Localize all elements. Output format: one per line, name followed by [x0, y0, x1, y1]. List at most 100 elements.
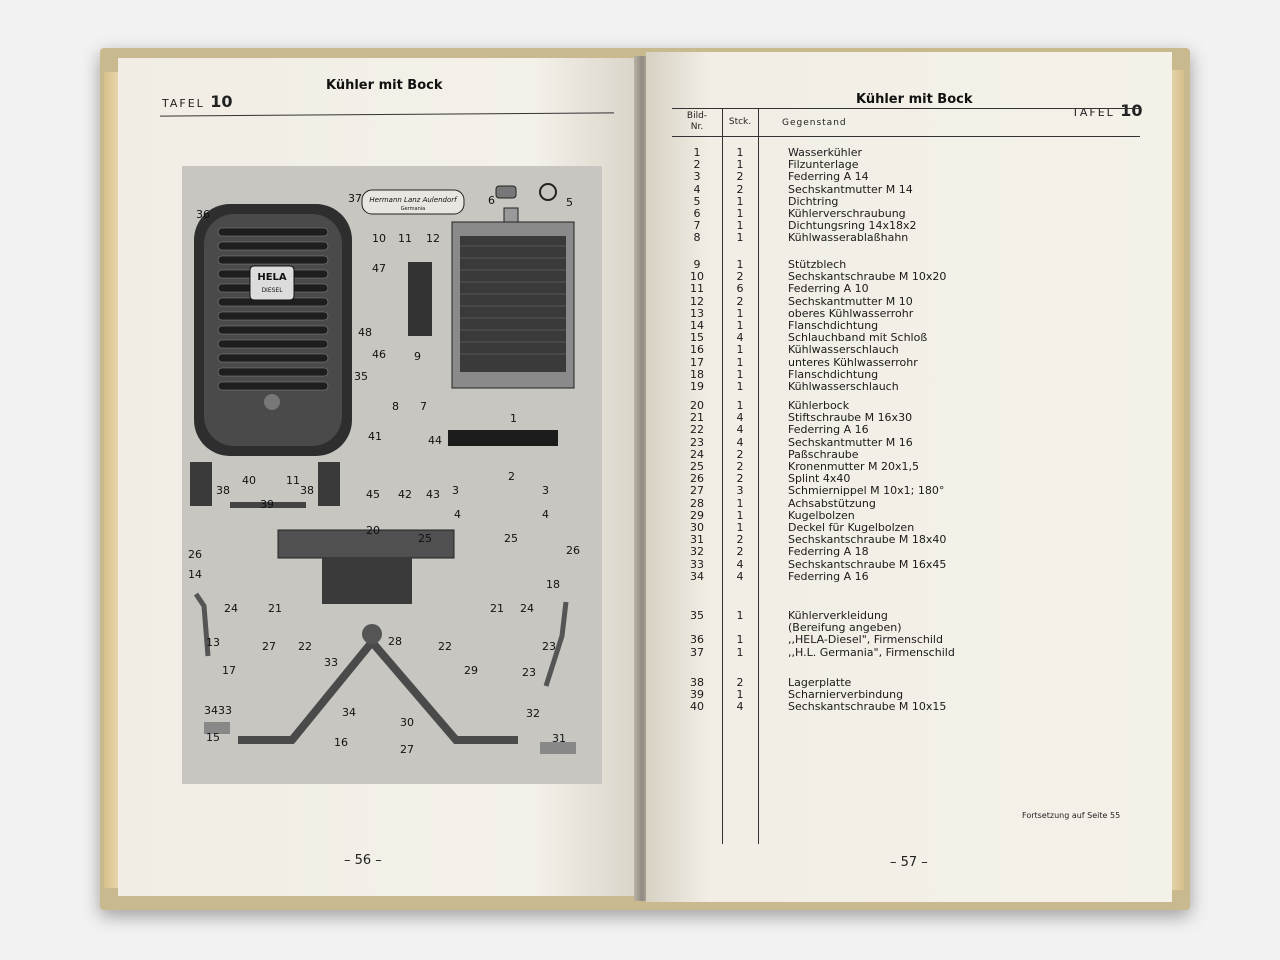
cell-stck: 1: [736, 645, 744, 659]
cell-stck: 2: [736, 170, 744, 184]
cell-stck: 2: [736, 460, 744, 473]
cell-gegenstand: Achsabstützung: [788, 496, 876, 510]
cell-stck: 2: [736, 294, 744, 308]
callout-number: 14: [188, 568, 202, 581]
cell-bild-nr: 30: [690, 521, 704, 534]
left-tafel-label: TAFEL 10: [162, 92, 233, 111]
cell-bild-nr: 3: [693, 170, 701, 184]
cell-stck: 2: [736, 472, 744, 486]
cell-gegenstand: oberes Kühlwasserrohr: [788, 306, 914, 320]
cell-bild-nr: 27: [690, 484, 704, 498]
cell-stck: 1: [736, 231, 744, 245]
cell-bild-nr: 1: [693, 146, 701, 159]
cell-stck: 1: [736, 258, 744, 271]
cell-gegenstand: Stützblech: [788, 258, 847, 271]
cell-stck: 1: [736, 194, 744, 208]
callout-number: 33: [324, 656, 338, 669]
callout-number: 22: [298, 640, 312, 653]
right-page-number: – 57 –: [890, 855, 928, 870]
cell-bild-nr: 22: [690, 423, 704, 437]
cell-bild-nr: 6: [693, 207, 701, 220]
cell-bild-nr: 39: [690, 688, 704, 702]
cell-stck: 1: [736, 146, 744, 159]
cell-stck: 2: [736, 182, 744, 196]
cell-gegenstand: Kühlerbock: [788, 399, 850, 412]
callout-number: 13: [206, 636, 220, 649]
cell-stck: 2: [736, 676, 744, 689]
cell-stck: 2: [736, 545, 744, 559]
cell-gegenstand: Paßschraube: [788, 447, 859, 461]
callout-number: 16: [334, 736, 348, 749]
cell-gegenstand: Flanschdichtung: [788, 367, 879, 381]
callout-number: 38: [216, 484, 230, 497]
callout-number: 7: [420, 400, 427, 413]
grille-badge-sub: DIESEL: [261, 287, 283, 294]
cell-gegenstand: Stiftschraube M 16x30: [788, 411, 913, 425]
cell-bild-nr: 38: [690, 676, 704, 689]
cell-bild-nr: 11: [690, 282, 704, 296]
callout-number: 35: [354, 370, 368, 383]
cell-bild-nr: 34: [690, 569, 704, 583]
cell-stck: 4: [736, 569, 744, 583]
callout-number: 3: [542, 484, 549, 497]
cell-stck: 4: [736, 411, 744, 425]
nameplate-subtext: Germania: [401, 206, 425, 212]
callout-number: 2: [508, 470, 515, 483]
cell-gegenstand: Kugelbolzen: [788, 508, 855, 522]
cell-stck: 4: [736, 700, 744, 714]
cell-stck: 1: [736, 688, 744, 702]
cell-gegenstand: Sechskantschraube M 18x40: [788, 533, 947, 547]
right-page-title: Kühler mit Bock: [856, 92, 973, 107]
callout-number: 28: [388, 635, 402, 648]
cell-gegenstand: Federring A 16: [788, 569, 869, 583]
cell-gegenstand: ,,H.L. Germania", Firmenschild: [788, 645, 955, 659]
grille-badge: HELA: [257, 272, 287, 283]
callout-number: 27: [262, 640, 276, 653]
cell-gegenstand: Schmiernippel M 10x1; 180°: [788, 484, 945, 498]
cell-bild-nr: 15: [690, 331, 704, 345]
callout-number: 11: [286, 474, 300, 487]
table-col-rule-1: [722, 108, 723, 844]
cell-gegenstand: Federring A 10: [788, 282, 869, 296]
callout-number: 10: [372, 232, 386, 245]
callout-number: 39: [260, 498, 274, 511]
callout-number: 27: [400, 743, 414, 756]
callout-number: 24: [224, 602, 238, 615]
callout-number: 26: [188, 548, 202, 561]
cell-stck: 1: [736, 355, 744, 369]
callout-number: 48: [358, 326, 372, 339]
cell-gegenstand: Filzunterlage: [788, 158, 859, 172]
callout-number: 15: [206, 731, 220, 744]
callout-number: 8: [392, 400, 399, 413]
cell-stck: 1: [736, 219, 744, 233]
callout-number: 4: [454, 508, 461, 521]
callout-number: 43: [426, 488, 440, 501]
cell-stck: 4: [736, 557, 744, 571]
callout-number: 47: [372, 262, 386, 275]
cell-stck: 1: [736, 609, 744, 622]
cell-bild-nr: 21: [690, 411, 704, 425]
callout-number: 21: [268, 602, 282, 615]
callout-number: 33: [218, 704, 232, 717]
cell-stck: 1: [736, 496, 744, 510]
cell-bild-nr: 16: [690, 343, 704, 357]
cell-stck: 1: [736, 399, 744, 412]
callout-number: 25: [418, 532, 432, 545]
cell-gegenstand: Lagerplatte: [788, 676, 852, 689]
callout-number: 17: [222, 664, 236, 677]
cell-stck: 1: [736, 319, 744, 332]
cell-bild-nr: 10: [690, 270, 704, 284]
cell-bild-nr: 17: [690, 355, 704, 369]
callout-number: 23: [542, 640, 556, 653]
cell-gegenstand: Flanschdichtung: [788, 319, 879, 332]
cell-bild-nr: 19: [690, 380, 704, 393]
cell-gegenstand: Dichtring: [788, 194, 839, 208]
callout-number: 42: [398, 488, 412, 501]
left-page-number: – 56 –: [344, 853, 382, 868]
callout-number: 34: [204, 704, 218, 717]
table-top-rule: [672, 108, 1140, 109]
callout-number: 41: [368, 430, 382, 443]
cell-bild-nr: 28: [690, 496, 704, 510]
cell-stck: 1: [736, 343, 744, 357]
exploded-parts-drawing: HELA DIESEL Hermann Lanz Aulendorf Germa…: [190, 183, 576, 754]
